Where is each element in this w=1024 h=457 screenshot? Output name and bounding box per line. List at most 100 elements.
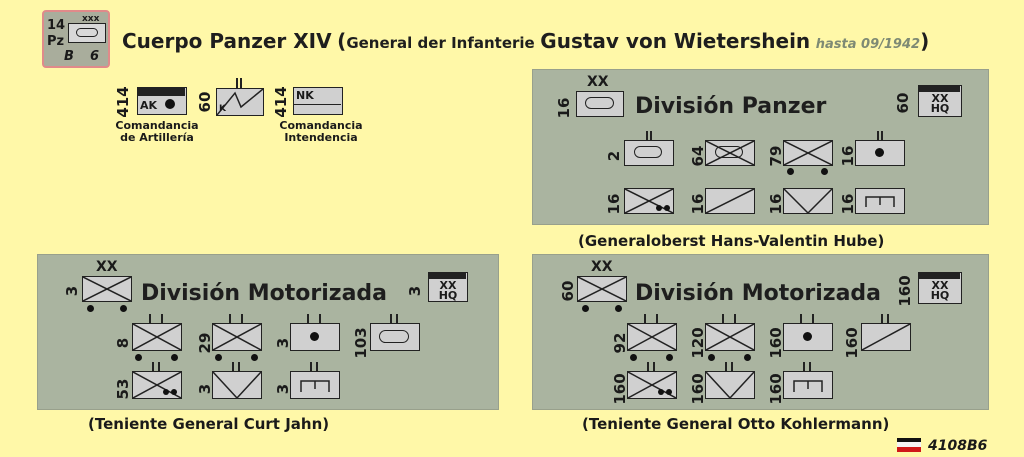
division-hq-symbol: XX HQ [428, 272, 468, 302]
corps-unit-artillery-command: 414 AK Comandancia de Artillería [114, 82, 225, 152]
unit-strength: 16 [689, 193, 707, 215]
unit-strength: 160 [767, 327, 785, 359]
hq-strength: 60 [559, 280, 577, 302]
division-title: División Motorizada [635, 281, 882, 306]
wheel-right-icon [664, 205, 670, 211]
armor-division-symbol [576, 91, 624, 117]
motorized-division-1-panel: 3 XX División Motorizada 3 XX HQ 8 29 3 … [37, 254, 499, 410]
chevron-icon [783, 188, 833, 215]
unit-strength: 79 [767, 145, 785, 167]
recon-symbol [705, 362, 755, 400]
size-mark-icon [236, 78, 242, 88]
artillery-symbol [783, 314, 833, 351]
counter-class: B [64, 49, 74, 64]
infantry-cross-icon [82, 276, 132, 302]
artillery-symbol [855, 131, 905, 166]
corps-unit-supply-command: 414 NK Comandancia Intendencia [272, 82, 383, 152]
unit-strength: 3 [274, 383, 292, 395]
image-code: 4108B6 [928, 438, 988, 454]
unit-strength: 29 [196, 332, 214, 354]
german-flag-icon [897, 438, 921, 452]
division-title: División Motorizada [141, 281, 388, 306]
motorized-infantry-symbol [132, 314, 182, 361]
unit-code: K [219, 104, 226, 114]
paren-open: ( [337, 29, 347, 53]
artillery-dot-icon [803, 332, 812, 341]
corps-unit-signals: 60 K [196, 78, 268, 128]
motorized-infantry-symbol [212, 314, 262, 361]
corps-name: Cuerpo Panzer XIV [122, 29, 332, 53]
motorcycle-recon-symbol [627, 362, 677, 399]
artillery-symbol [290, 314, 340, 351]
bridge-icon [865, 196, 895, 207]
commander-name: Gustav von Wietershein [540, 29, 811, 53]
corps-counter: 14 xxx Pz B 6 [42, 10, 110, 68]
unit-strength: 16 [767, 193, 785, 215]
armor-oval-icon [379, 330, 409, 343]
unit-strength: 103 [352, 327, 370, 359]
division-hq-symbol: XX HQ [918, 272, 962, 304]
command-until: hasta 09/1942 [815, 37, 921, 52]
tank-regiment-symbol [624, 131, 674, 166]
hq2-strength: 160 [896, 275, 914, 307]
unit-strength: 16 [605, 193, 623, 215]
hq-label: XX HQ [930, 92, 950, 115]
artillery-dot-icon [310, 332, 319, 341]
motorized-infantry-symbol [783, 140, 833, 175]
hq-label: XX HQ [930, 279, 950, 302]
unit-code: AK [140, 99, 158, 112]
armor-oval-icon [76, 28, 98, 37]
infantry-cross-icon [132, 323, 182, 351]
counter-size: xxx [82, 14, 100, 24]
slash-icon [705, 188, 755, 214]
counter-strength: 14 [47, 18, 66, 33]
unit-strength: 60 [196, 91, 214, 113]
engineer-symbol [290, 362, 340, 399]
hq-strength: 16 [555, 97, 573, 119]
counter-move: 6 [90, 49, 100, 64]
unit-caption: Comandancia Intendencia [279, 119, 363, 144]
infantry-cross-icon [705, 323, 755, 351]
infantry-cross-icon [577, 276, 627, 302]
paren-close: ) [920, 29, 930, 53]
signals-symbol: K [216, 88, 264, 116]
unit-strength: 414 [114, 86, 132, 118]
infantry-cross-icon [212, 323, 262, 351]
motorized-division-2-commander: (Teniente General Otto Kohlermann) [582, 415, 890, 433]
unit-strength: 16 [839, 193, 857, 215]
motorized-division-1-commander: (Teniente General Curt Jahn) [88, 415, 330, 433]
commander-rank: General der Infanterie [346, 34, 535, 52]
unit-strength: 64 [689, 145, 707, 167]
recon-symbol [783, 188, 833, 215]
unit-strength: 16 [839, 145, 857, 167]
division-title: División Panzer [635, 94, 827, 119]
unit-strength: 414 [272, 86, 290, 118]
hq-label: XX HQ [438, 279, 458, 302]
motorized-division-symbol [82, 276, 132, 312]
wheel-left-icon [656, 205, 662, 211]
division-size-mark: XX [587, 74, 609, 90]
unit-strength: 160 [843, 327, 861, 359]
engineer-symbol [855, 188, 905, 214]
recon-symbol [212, 362, 262, 400]
counter-type: Pz [47, 34, 65, 49]
tank-battalion-symbol [370, 314, 420, 351]
artillery-dot-icon [875, 148, 884, 157]
panzer-division-commander: (Generaloberst Hans-Valentin Hube) [578, 232, 885, 250]
supply-command-symbol: NK [293, 87, 343, 115]
armor-oval-icon [715, 146, 743, 158]
unit-strength: 160 [767, 373, 785, 405]
division-size-mark: XX [96, 259, 118, 275]
unit-code: NK [296, 89, 314, 102]
unit-caption: Comandancia de Artillería [115, 119, 199, 144]
wheel-right-icon [821, 168, 828, 175]
artillery-dot-icon [165, 99, 175, 109]
infantry-cross-icon [627, 323, 677, 351]
infantry-cross-icon [783, 140, 833, 166]
signals-zigzag-icon [217, 89, 263, 115]
motorized-division-2-panel: 60 XX División Motorizada 160 XX HQ 92 1… [532, 254, 989, 410]
unit-strength: 160 [689, 373, 707, 405]
division-size-mark: XX [591, 259, 613, 275]
motorized-division-symbol [577, 276, 627, 312]
armor-oval-icon [634, 146, 662, 158]
